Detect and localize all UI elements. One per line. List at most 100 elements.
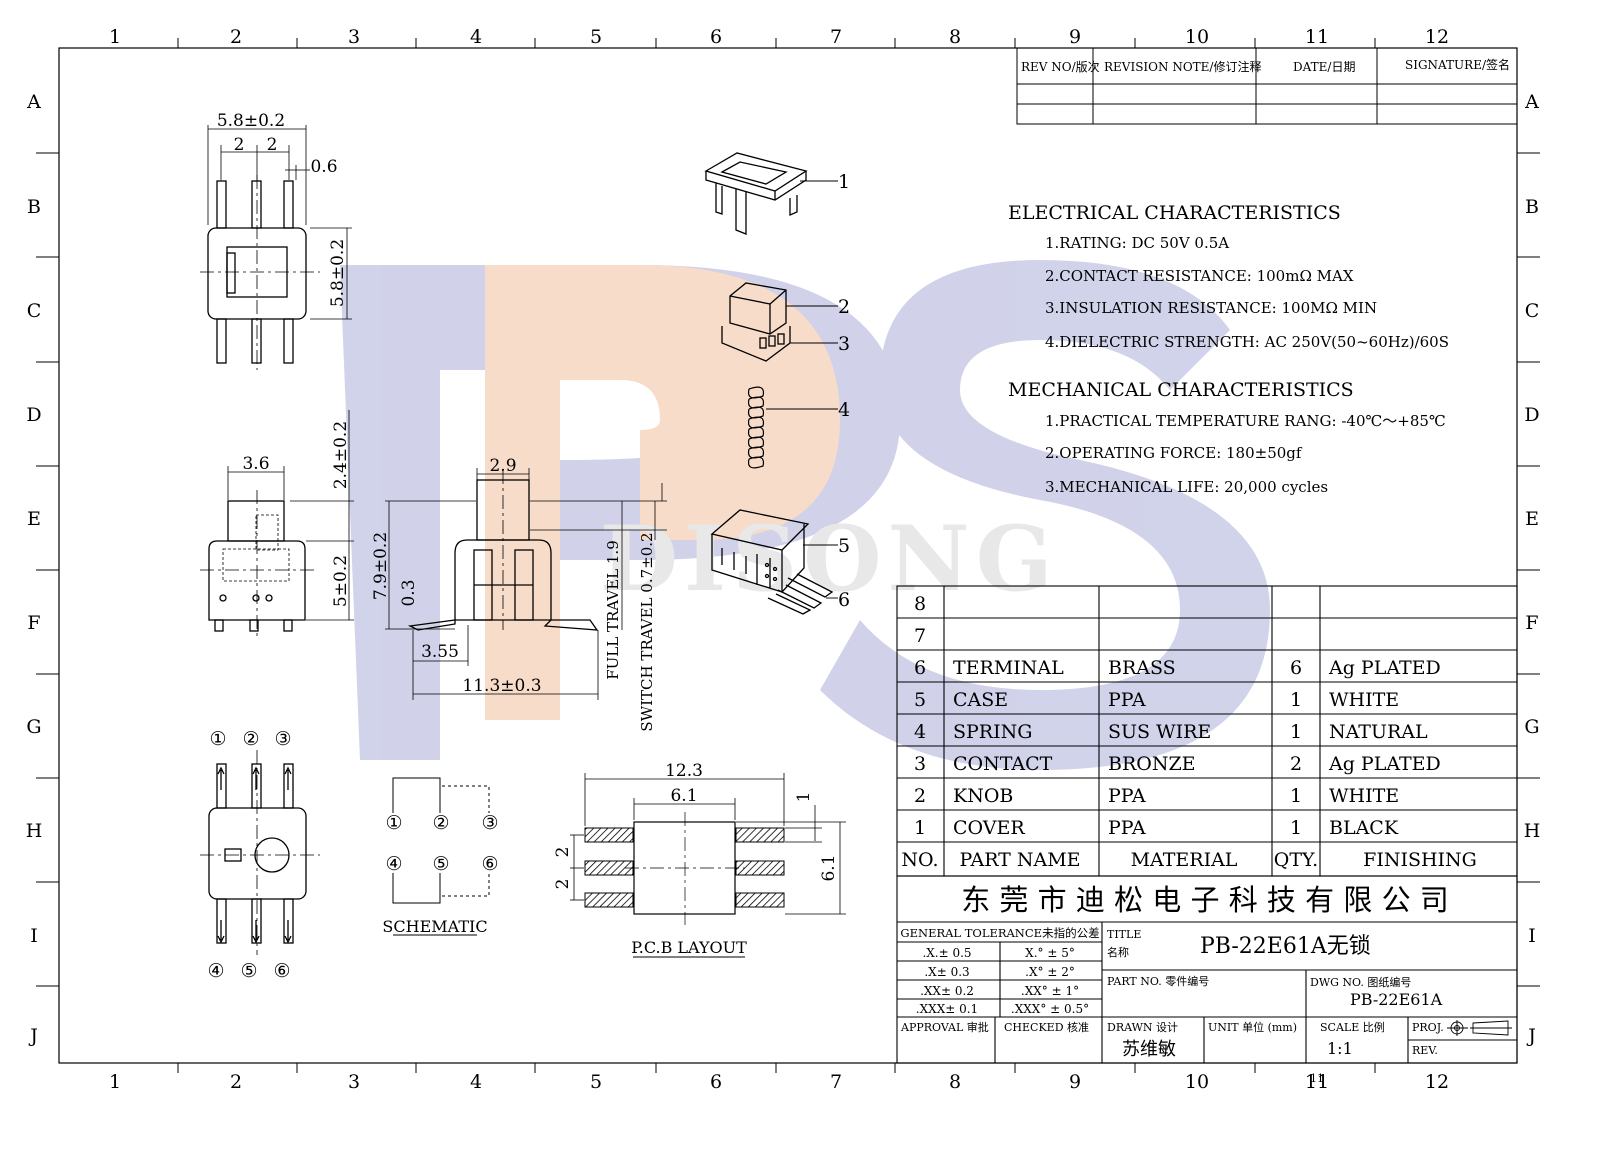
electrical-heading: ELECTRICAL CHARACTERISTICS (1008, 202, 1341, 224)
grid-column-label: 9 (1069, 1071, 1081, 1093)
revision-table (1016, 47, 1518, 125)
grid-row-label: I (1528, 925, 1536, 947)
dim-full-travel: FULL TRAVEL 1.9 (604, 540, 622, 680)
bom-cell-material: BRASS (1108, 657, 1176, 679)
mechanical-item: 2.OPERATING FORCE: 180±50gf (1045, 444, 1303, 462)
bom-cell-qty: 1 (1290, 721, 1302, 743)
bom-cell-material: PPA (1108, 689, 1146, 711)
dim-pcb-inner: 6.1 (670, 786, 697, 806)
grid-row-label: G (1524, 716, 1539, 738)
title-value: PB-22E61A无锁 (1200, 934, 1371, 959)
grid-column-label: 8 (949, 26, 961, 48)
side-view-drawing (200, 490, 316, 636)
grid-row-label: J (28, 1025, 38, 1047)
tolerance-linear: .X± 0.3 (924, 965, 969, 979)
dim-lead-offset: 3.55 (421, 642, 459, 662)
tolerance-title: GENERAL TOLERANCE未指的公差 (900, 926, 1099, 940)
grid-column-label: 10 (1185, 1071, 1209, 1093)
dim-pcb-pitch: 2 (553, 847, 573, 858)
bom-cell-qty: 1 (1290, 689, 1302, 711)
part-no-label: PART NO. 零件编号 (1107, 974, 1209, 988)
bom-cell-finishing: BLACK (1329, 817, 1399, 839)
title-label-cn: 名称 (1107, 945, 1129, 959)
bom-cell-qty: 1 (1290, 817, 1302, 839)
balloon-leaders (766, 180, 838, 599)
dim-pcb-pitch: 2 (553, 879, 573, 890)
dim-pitch: 2 (267, 135, 278, 155)
electrical-item: 2.CONTACT RESISTANCE: 100mΩ MAX (1045, 267, 1354, 285)
grid-row-label: D (1524, 404, 1539, 426)
bom-cell-finishing: Ag PLATED (1328, 657, 1441, 679)
bom-cell-qty: 2 (1290, 753, 1302, 775)
checked-label: CHECKED 核准 (1004, 1020, 1089, 1034)
dim-knob-height: 2.4±0.2 (331, 421, 351, 489)
pin-label: ③ (274, 728, 291, 750)
pcb-layout-drawing (584, 812, 785, 925)
electrical-item: 3.INSULATION RESISTANCE: 100MΩ MIN (1045, 299, 1377, 317)
grid-column-label: 3 (348, 26, 360, 48)
grid-column-label: 4 (470, 1071, 482, 1093)
grid-row-label: A (26, 91, 41, 113)
grid-column-label: 5 (590, 1071, 602, 1093)
grid-column-label: 2 (230, 1071, 242, 1093)
grid-column-label: 9 (1069, 26, 1081, 48)
grid-column-label: 7 (830, 26, 842, 48)
tolerance-linear: .XX± 0.2 (920, 984, 974, 998)
watermark-logo: DISONG (340, 260, 1270, 770)
grid-column-label: 10 (1185, 26, 1209, 48)
proj-label: PROJ. (1412, 1021, 1444, 1034)
dim-side-width: 3.6 (242, 454, 269, 474)
grid-row-label: E (1525, 508, 1539, 530)
tolerance-linear: .XXX± 0.1 (916, 1002, 978, 1016)
tolerance-angular: X.° ± 5° (1025, 946, 1075, 960)
scale-value: 1:1 (1327, 1039, 1353, 1058)
schematic-label: SCHEMATIC (382, 917, 487, 936)
rev-header-note: REVISION NOTE/修订注释 (1104, 59, 1261, 74)
pin-label: ⑤ (240, 960, 257, 982)
rev-header-signature: SIGNATURE/签名 (1405, 57, 1510, 72)
grid-column-label: 6 (710, 1071, 722, 1093)
tolerance-angular: .XX° ± 1° (1021, 984, 1079, 998)
tolerance-linear: .X.± 0.5 (922, 946, 971, 960)
electrical-item: 4.DIELECTRIC STRENGTH: AC 250V(50~60Hz)/… (1045, 333, 1449, 351)
rev-header-date: DATE/日期 (1293, 60, 1355, 74)
dim-knob-width: 2.9 (489, 456, 516, 476)
bom-header-qty: QTY. (1274, 849, 1318, 871)
grid-column-label: 4 (470, 26, 482, 48)
bom-cell-material: SUS WIRE (1108, 721, 1211, 743)
front-view-dimensions (385, 468, 667, 700)
dim-pcb-height: 6.1 (819, 854, 839, 881)
bom-cell-finishing: WHITE (1329, 689, 1399, 711)
dim-top-height: 5.8±0.2 (328, 239, 348, 307)
svg-text:DISONG: DISONG (600, 506, 1059, 612)
bom-table-grid (896, 585, 1518, 877)
balloon-label: 3 (838, 333, 850, 355)
bom-cell-part: COVER (953, 817, 1025, 839)
bom-header-finishing: FINISHING (1363, 849, 1477, 871)
bom-cell-finishing: WHITE (1329, 785, 1399, 807)
grid-row-label: H (26, 820, 43, 842)
mechanical-heading: MECHANICAL CHARACTERISTICS (1008, 379, 1354, 401)
pin-label: ① (209, 728, 226, 750)
projection-symbol-icon (1447, 1020, 1512, 1036)
title-block-grid (896, 875, 1518, 1064)
grid-row-label: C (1525, 300, 1540, 322)
drawn-label: DRAWN 设计 (1107, 1021, 1178, 1034)
grid-column-label: 2 (230, 26, 242, 48)
dim-overall-length: 11.3±0.3 (462, 676, 541, 696)
bom-cell-no: 3 (914, 753, 926, 775)
dwg-no-value: PB-22E61A (1350, 990, 1443, 1009)
bom-cell-material: PPA (1108, 785, 1146, 807)
rev-label: REV. (1412, 1044, 1438, 1057)
grid-column-label: 3 (348, 1071, 360, 1093)
grid-column-label: 1 (109, 1071, 121, 1093)
bom-cell-finishing: Ag PLATED (1328, 753, 1441, 775)
exploded-spring (747, 386, 765, 469)
grid-row-label: F (27, 612, 40, 634)
bom-header-no: NO. (901, 849, 938, 871)
grid-row-label: I (30, 925, 38, 947)
